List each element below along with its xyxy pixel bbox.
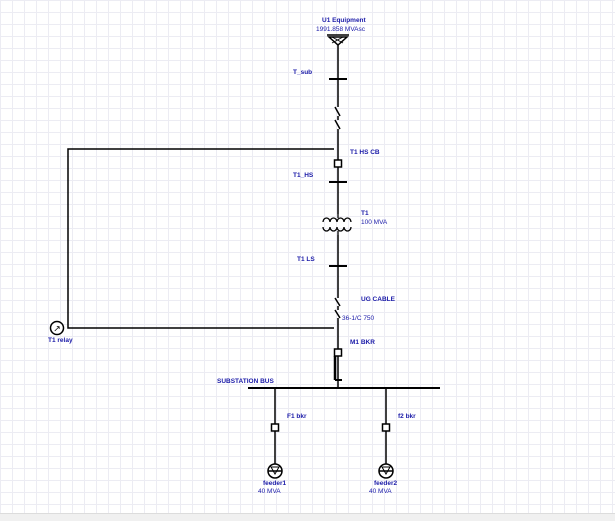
bottom-scrollbar-area (0, 513, 615, 521)
f1-bkr-icon[interactable] (270, 423, 280, 432)
feeder1-rating: 40 MVA (258, 488, 281, 495)
transformer-icon[interactable] (322, 214, 352, 235)
feeder1-load-icon[interactable] (267, 463, 283, 479)
cable-icon[interactable] (334, 297, 341, 319)
relay-symbol: ↗ (53, 325, 61, 335)
f2-bkr-icon[interactable] (381, 423, 391, 432)
feeder2-load-icon[interactable] (378, 463, 394, 479)
bus-t1-hs-label: T1_HS (293, 172, 314, 179)
transformer-name: T1 (361, 210, 369, 217)
m1-bkr-icon[interactable] (333, 348, 343, 357)
utility-source-icon[interactable] (327, 34, 349, 47)
utility-name: U1 Equipment (322, 17, 366, 24)
relay-label: T1 relay (48, 337, 73, 344)
cable-name: UG CABLE (361, 296, 395, 303)
bus-t1-ls-label: T1 LS (297, 256, 315, 263)
bus-substation-label: SUBSTATION BUS (217, 378, 274, 385)
link-1-icon[interactable] (334, 106, 341, 130)
f1-bkr-label: F1 bkr (287, 413, 307, 420)
t1-hs-cb-icon[interactable] (333, 159, 343, 168)
transformer-rating: 100 MVA (361, 219, 388, 226)
utility-rating: 1991.858 MVAsc (316, 26, 366, 33)
t1-hs-cb-label: T1 HS CB (350, 149, 380, 156)
f2-bkr-label: f2 bkr (398, 413, 416, 420)
relay-icon[interactable] (49, 320, 65, 336)
feeder1-name: feeder1 (263, 480, 287, 487)
feeder2-name: feeder2 (374, 480, 398, 487)
bus-t-sub-label: T_sub (293, 69, 313, 76)
relay-wiring (67, 148, 334, 329)
m1-bkr-label: M1 BKR (350, 339, 375, 346)
feeder2-rating: 40 MVA (369, 488, 392, 495)
cable-spec: 36-1/C 750 (342, 315, 375, 322)
